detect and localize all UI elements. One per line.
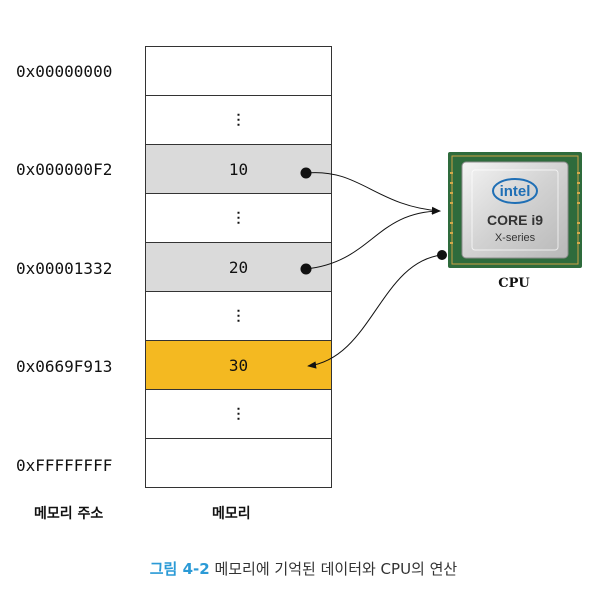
cpu-model-text: CORE i9 (487, 212, 543, 228)
memory-cell-value-10: 10 (145, 145, 332, 194)
arrow-cpu-to-30 (307, 254, 443, 369)
cpu-label: CPU (498, 276, 530, 291)
memory-ellipsis: ⋮ (145, 96, 332, 145)
memory-ellipsis: ⋮ (145, 390, 332, 439)
figure-number: 그림 4-2 (149, 560, 210, 578)
memory-table: ⋮ 10 ⋮ 20 ⋮ 30 ⋮ (145, 46, 332, 488)
cpu-series-text: X-series (495, 232, 536, 244)
cpu-brand-text: intel (500, 183, 531, 200)
memory-cell (145, 47, 332, 96)
address-label: 0x00001332 (16, 259, 113, 278)
caption-text: 메모리에 기억된 데이터와 CPU의 연산 (209, 560, 458, 578)
address-column-label: 메모리 주소 (34, 506, 104, 522)
memory-ellipsis: ⋮ (145, 292, 332, 341)
memory-cell-result-30: 30 (145, 341, 332, 390)
arrow-10-to-cpu (305, 172, 441, 214)
memory-ellipsis: ⋮ (145, 194, 332, 243)
address-label: 0xFFFFFFFF (16, 456, 113, 475)
memory-cell (145, 439, 332, 488)
arrow-20-to-cpu (305, 207, 441, 270)
cpu-chip-icon: intel CORE i9 X-series (448, 152, 582, 268)
address-label: 0x000000F2 (16, 160, 113, 179)
memory-column-label: 메모리 (212, 506, 251, 522)
figure-caption: 그림 4-2 메모리에 기억된 데이터와 CPU의 연산 (0, 558, 607, 579)
address-label: 0x0669F913 (16, 357, 113, 376)
address-label: 0x00000000 (16, 62, 113, 81)
